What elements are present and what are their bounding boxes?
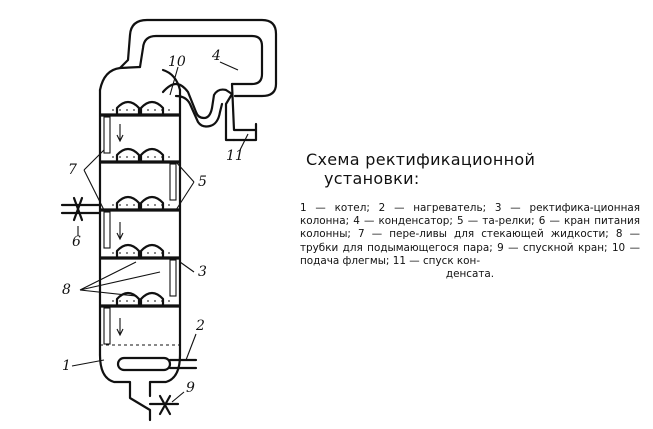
label-9: 9 [186, 380, 195, 396]
column-body [98, 65, 182, 357]
label-7: 7 [68, 162, 77, 178]
caption-legend-text: 1 — котел; 2 — нагреватель; 3 — ректифик… [300, 202, 640, 267]
boiler [98, 344, 198, 422]
caption-legend: 1 — котел; 2 — нагреватель; 3 — ректифик… [300, 202, 640, 281]
figure-caption: Схема ректификационной установки: 1 — ко… [300, 150, 640, 281]
label-1: 1 [62, 358, 71, 374]
label-10: 10 [168, 54, 186, 70]
label-5: 5 [198, 174, 207, 190]
downcomers [103, 116, 177, 345]
bubble-caps [115, 100, 165, 308]
label-3: 3 [198, 264, 207, 280]
label-8: 8 [62, 282, 71, 298]
trays [100, 113, 180, 308]
part-labels: 10 4 11 7 5 6 3 8 2 1 9 [62, 48, 244, 396]
caption-title: Схема ректификационной установки: [306, 150, 640, 188]
label-11: 11 [226, 148, 244, 164]
feed-valve [60, 196, 102, 222]
caption-title-line1: Схема ректификационной [306, 150, 536, 169]
label-2: 2 [195, 318, 205, 334]
liquid-marks [112, 109, 170, 337]
caption-legend-end: денсата. [445, 268, 495, 281]
label-4: 4 [211, 48, 221, 64]
leader-lines [71, 61, 249, 403]
label-6: 6 [72, 234, 81, 250]
caption-title-line2: установки: [324, 169, 420, 188]
reflux-feed [161, 82, 258, 142]
condenser [118, 18, 278, 98]
